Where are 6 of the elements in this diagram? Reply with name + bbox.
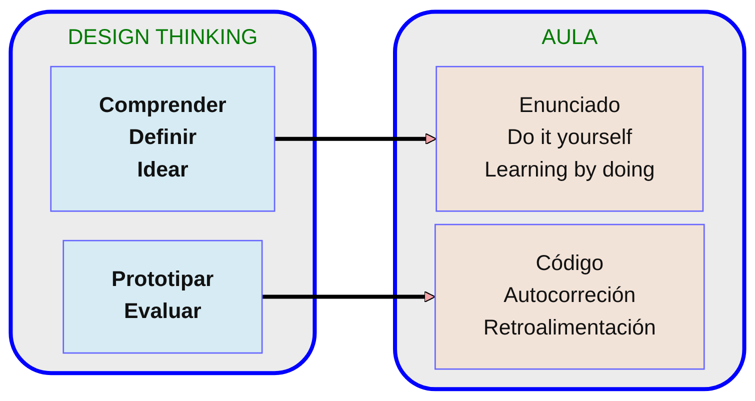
node-box: Prototipar Evaluar — [62, 240, 263, 354]
node-box: Enunciado Do it yourself Learning by doing — [436, 66, 704, 212]
arrow — [262, 290, 436, 303]
node-box: Código Autocorreción Retroalimentación — [434, 224, 705, 370]
arrow — [274, 133, 437, 145]
node-box: Comprender Definir Idear — [50, 66, 276, 212]
